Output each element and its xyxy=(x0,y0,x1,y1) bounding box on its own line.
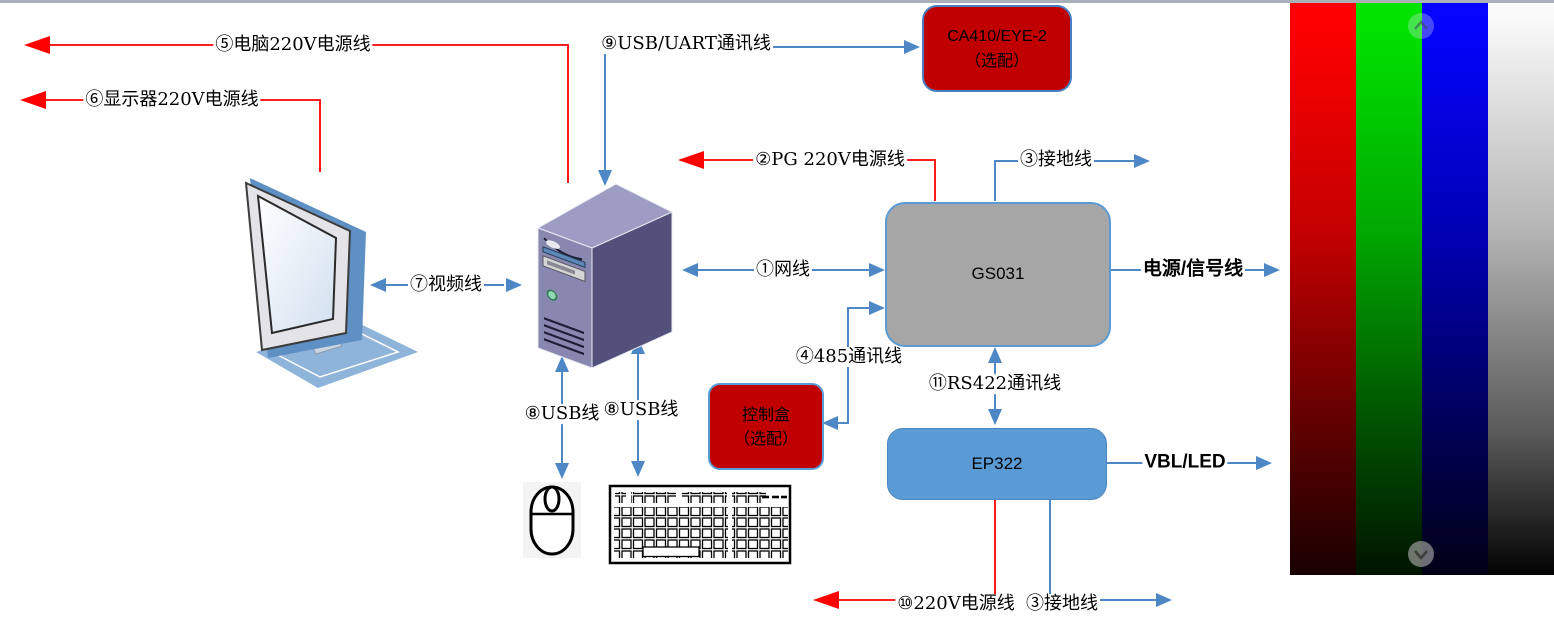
line-ground-top xyxy=(994,160,1144,201)
label-pg-power: ②PG 220V电源线 xyxy=(753,149,907,171)
arrowhead-net-right xyxy=(869,263,885,277)
node-ep322-title: EP322 xyxy=(971,453,1023,473)
label-ground-bottom: ③接地线 xyxy=(1024,593,1100,615)
node-control-box-title: 控制盒 xyxy=(741,405,790,425)
label-net-cable: ①网线 xyxy=(754,259,812,281)
arrowhead-monitor-power xyxy=(20,91,46,109)
gradient-bar-green xyxy=(1356,3,1422,575)
arrowhead-power-signal xyxy=(1264,263,1280,277)
label-monitor-power: ⑥显示器220V电源线 xyxy=(83,89,261,111)
line-ground-bottom xyxy=(1049,498,1156,601)
arrowhead-net-left xyxy=(682,263,698,277)
arrowhead-usb-mouse-down xyxy=(555,463,569,479)
label-video: ⑦视频线 xyxy=(408,274,484,296)
top-edge-strip xyxy=(0,0,1554,3)
line-monitor-power xyxy=(46,99,321,172)
node-ca410-title: CA410/EYE-2 xyxy=(947,28,1047,46)
label-usb-keyboard: ⑧USB线 xyxy=(601,399,681,421)
arrowhead-vbl-led xyxy=(1256,456,1272,470)
arrowhead-rs422-down xyxy=(988,409,1002,425)
chevron-up-icon xyxy=(1414,20,1428,30)
label-vbl-led: VBL/LED xyxy=(1142,451,1228,474)
arrowhead-usb-uart-right xyxy=(904,40,920,54)
gradient-bar-grayscale xyxy=(1488,3,1554,575)
label-220v-power: ⑩220V电源线 xyxy=(895,593,1017,615)
node-ca410: CA410/EYE-2 （选配） xyxy=(922,5,1072,92)
monitor-illustration xyxy=(244,178,418,388)
keyboard-icon xyxy=(608,484,792,565)
label-ground-top: ③接地线 xyxy=(1018,149,1094,171)
arrowhead-rs422-up xyxy=(988,347,1002,363)
arrowhead-usb-kbd-down xyxy=(631,461,645,477)
node-ca410-subtitle: （选配） xyxy=(964,50,1029,70)
label-usb-mouse: ⑧USB线 xyxy=(522,403,602,425)
arrowhead-usb-mouse-up xyxy=(555,356,569,372)
arrowhead-ground-top xyxy=(1134,154,1150,168)
node-gs031: GS031 xyxy=(885,202,1111,347)
arrowhead-pg-power xyxy=(678,151,704,169)
arrowhead-video-right xyxy=(506,278,522,292)
arrowhead-rs485-right xyxy=(869,301,885,315)
label-usb-uart: ⑨USB/UART通讯线 xyxy=(599,33,773,55)
label-rs422: ⑪RS422通讯线 xyxy=(926,373,1064,395)
node-gs031-title: GS031 xyxy=(971,264,1025,284)
arrowhead-usb-uart-down xyxy=(598,170,612,186)
line-pc-power xyxy=(50,44,569,183)
scroll-down-button[interactable] xyxy=(1408,541,1434,567)
arrowhead-rs485-left xyxy=(822,416,838,430)
node-control-box-subtitle: （选配） xyxy=(733,428,798,448)
arrowhead-ground-bottom xyxy=(1156,593,1172,607)
mouse-icon xyxy=(523,482,581,558)
arrowhead-220v-power xyxy=(813,591,839,609)
computer-tower-illustration xyxy=(536,183,674,369)
label-rs485: ④485通讯线 xyxy=(793,346,905,368)
gradient-bar-red xyxy=(1290,3,1356,575)
label-power-signal: 电源/信号线 xyxy=(1140,258,1246,281)
node-control-box: 控制盒 （选配） xyxy=(708,383,824,470)
line-220v-power xyxy=(839,498,996,601)
arrowhead-video-left xyxy=(370,278,386,292)
gradient-bar-blue xyxy=(1422,3,1488,575)
chevron-down-icon xyxy=(1414,550,1428,560)
scroll-up-button[interactable] xyxy=(1408,13,1434,39)
rgb-test-pattern-panel xyxy=(1290,3,1554,575)
node-ep322: EP322 xyxy=(887,428,1107,500)
arrowhead-pc-power xyxy=(24,36,50,54)
label-pc-power: ⑤电脑220V电源线 xyxy=(213,34,373,56)
